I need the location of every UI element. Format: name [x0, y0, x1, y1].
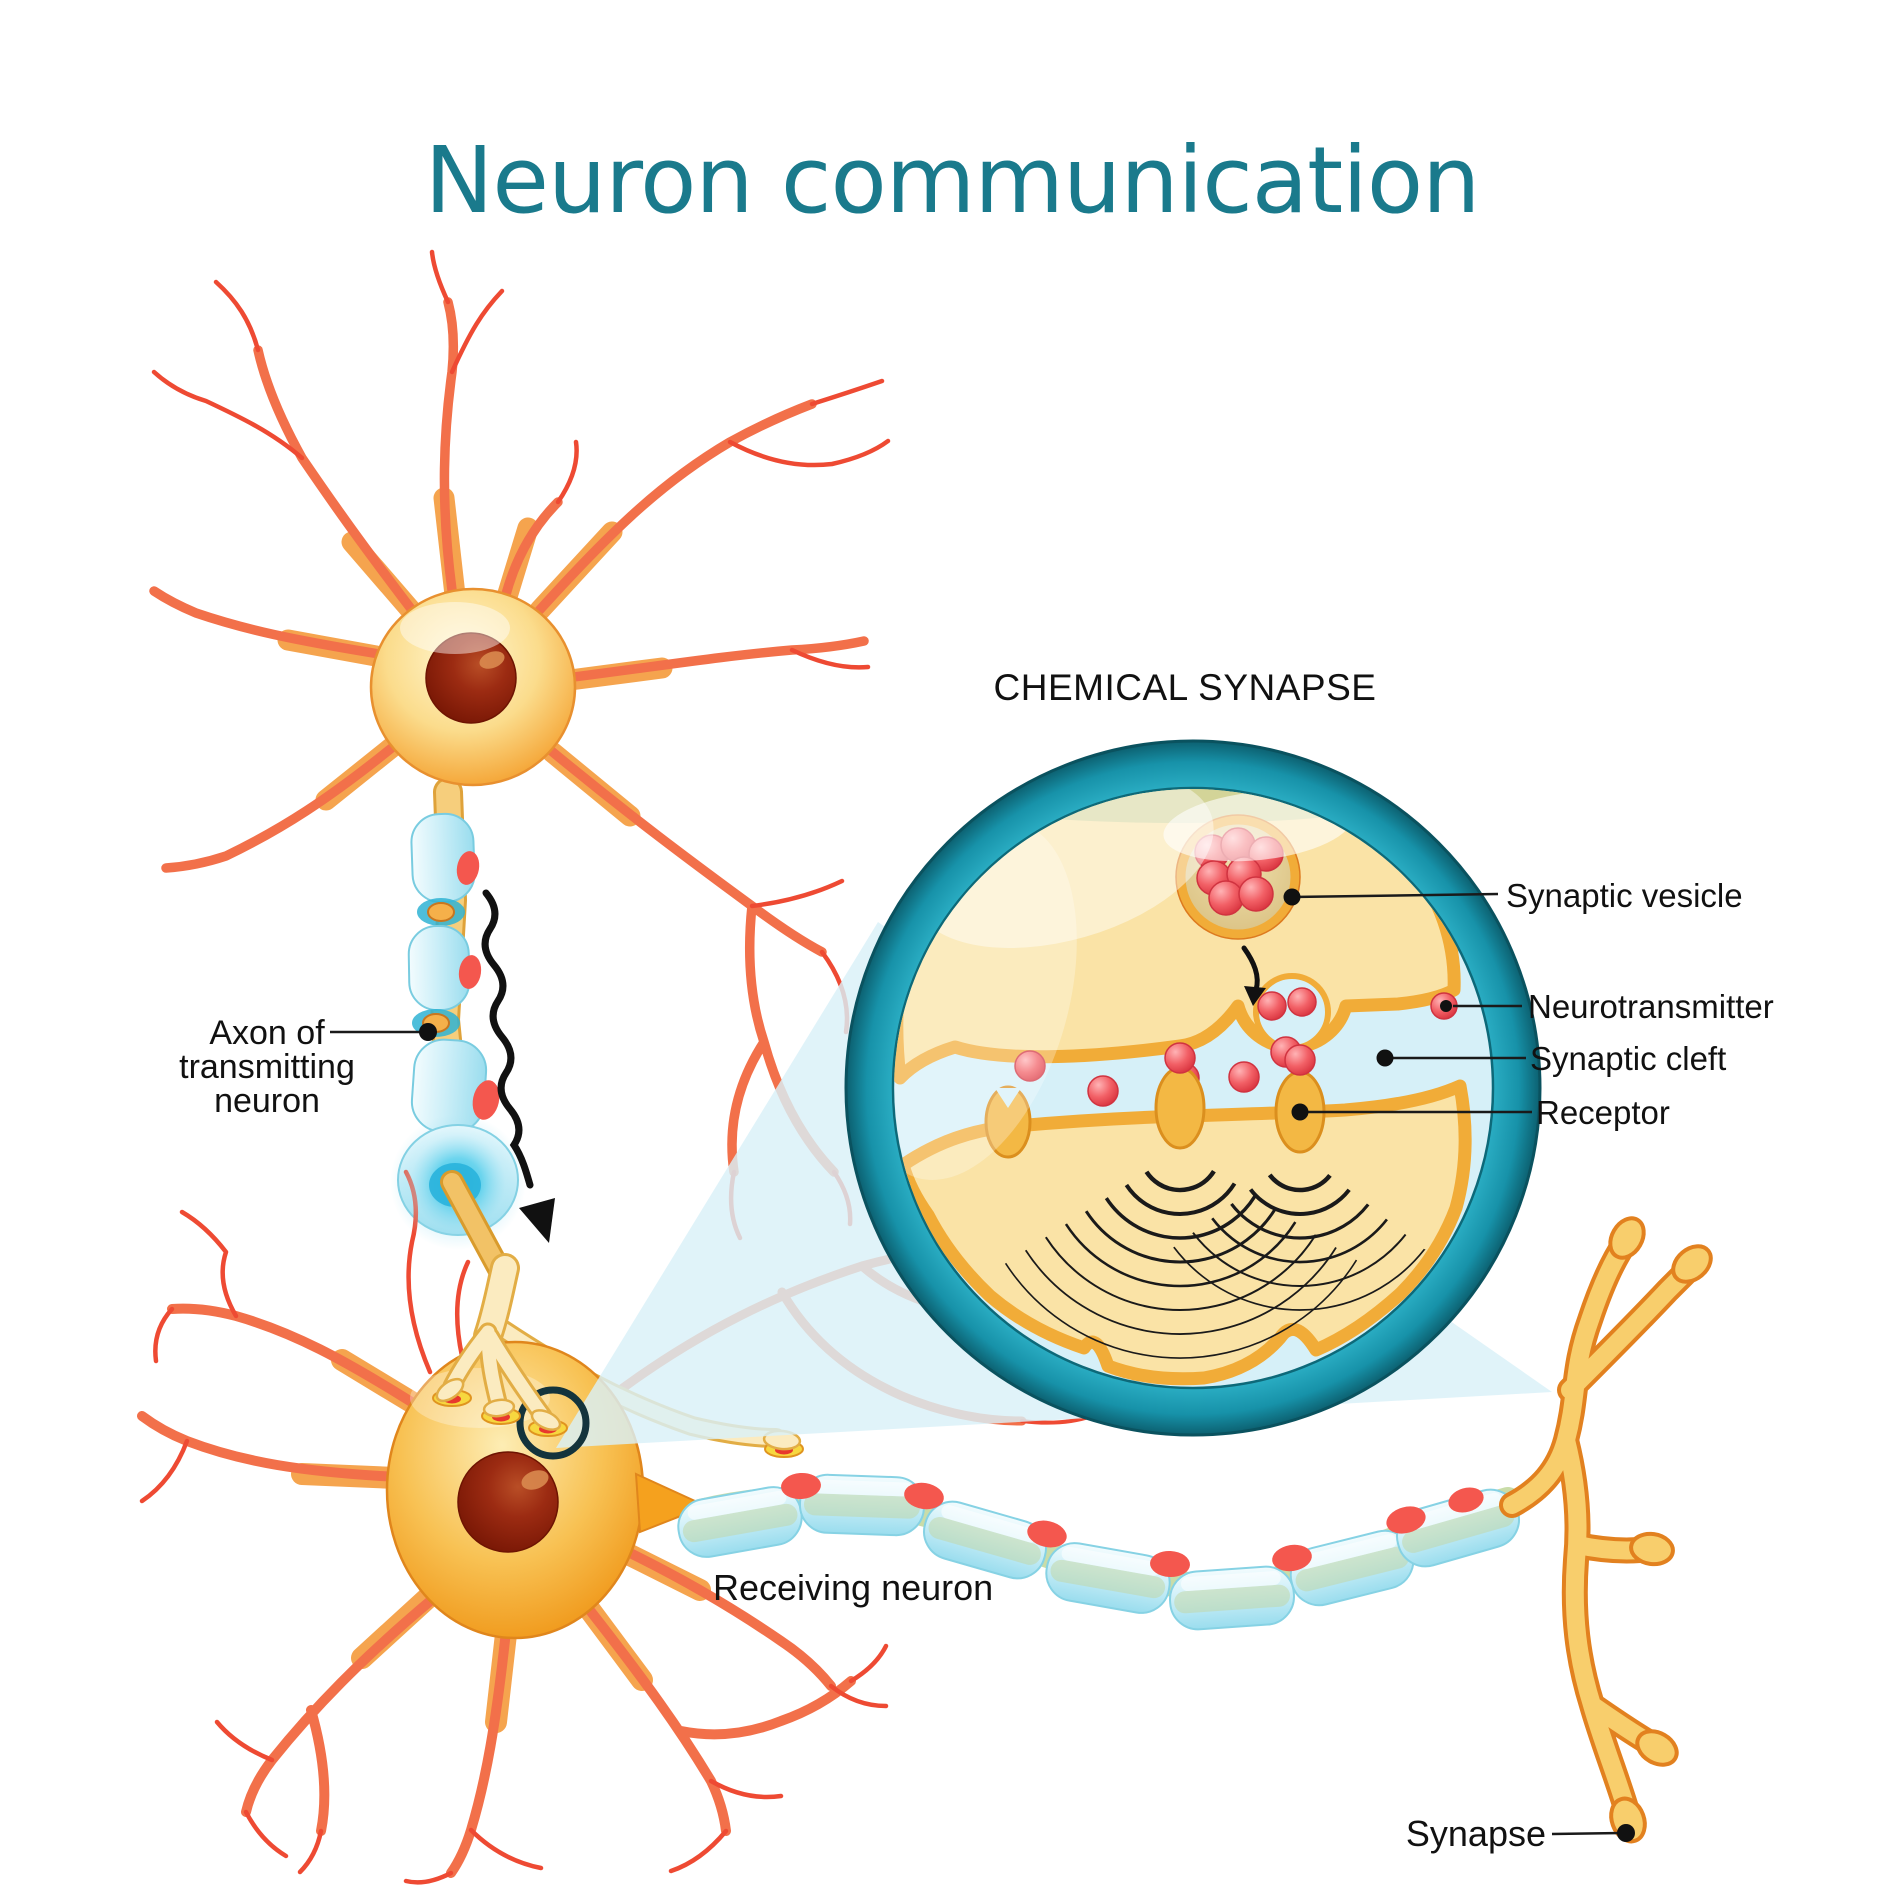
- label-axon-line1: Axon of: [209, 1014, 325, 1052]
- terminal-bouton: [1629, 1531, 1675, 1567]
- receptor-empty: [984, 1085, 1032, 1159]
- label-synaptic-vesicle: Synaptic vesicle: [1506, 877, 1743, 914]
- bound-neurotransmitter: [1164, 1042, 1196, 1074]
- page-title: Neuron communication: [425, 127, 1480, 234]
- receptors: [984, 1042, 1326, 1159]
- label-neurotransmitter: Neurotransmitter: [1528, 988, 1774, 1025]
- terminal-foot: [435, 1377, 465, 1403]
- myelin-red-spot: [472, 1080, 500, 1120]
- node-red-spot: [1027, 1520, 1067, 1548]
- terminal-bouton: [1671, 1244, 1713, 1284]
- neurotransmitter-molecule: [1287, 987, 1317, 1017]
- node-red-spot: [781, 1472, 821, 1500]
- neurotransmitter-molecule: [1257, 991, 1287, 1021]
- callout-dot: [1291, 1103, 1309, 1121]
- node-red-spot: [1150, 1550, 1190, 1578]
- terminal-foot: [482, 1398, 516, 1418]
- label-axon-line3: neuron: [214, 1082, 320, 1120]
- callout-dot: [1376, 1049, 1394, 1067]
- myelin-red-spot: [458, 955, 482, 989]
- terminal-bouton: [1635, 1729, 1679, 1767]
- label-synapse: Synapse: [1406, 1813, 1546, 1854]
- label-synaptic-cleft: Synaptic cleft: [1530, 1040, 1726, 1077]
- synapse-highlight-circle: [516, 1386, 590, 1460]
- bound-neurotransmitter: [1284, 1044, 1316, 1076]
- signal-direction-arrow: [481, 889, 555, 1243]
- cleft-neurotransmitters: [1014, 992, 1458, 1107]
- callout-line-synaptic-vesicle: [1291, 892, 1499, 899]
- label-receptor: Receptor: [1536, 1094, 1670, 1131]
- callout-dot: [1283, 888, 1301, 906]
- axon-terminal-branches: [1499, 1216, 1713, 1844]
- callout-line-synapse: [1551, 1831, 1623, 1836]
- terminal-foot: [530, 1409, 562, 1431]
- receiving-nucleus: [457, 1451, 559, 1553]
- inset-heading: CHEMICAL SYNAPSE: [994, 667, 1377, 708]
- receiving-myelin-sheath: [677, 1472, 1520, 1631]
- chemical-synapse-inset: [844, 739, 1542, 1437]
- axon-terminal-fork: [432, 1253, 568, 1437]
- callout-dots: [419, 888, 1635, 1842]
- nucleus-highlight: [479, 651, 505, 669]
- receiving-dendrites: [137, 1169, 889, 1885]
- terminal-bouton: [1608, 1216, 1646, 1260]
- receiving-axon-hillock: [634, 1472, 709, 1534]
- vesicle-release-arrow: [1241, 945, 1266, 1006]
- node-red-spot: [1386, 1506, 1426, 1534]
- label-axon-line2: transmitting: [179, 1048, 355, 1086]
- callout-dot: [1617, 1824, 1635, 1842]
- callout-dot: [419, 1023, 437, 1041]
- label-receiving-neuron: Receiving neuron: [713, 1567, 993, 1608]
- callout-lines: [330, 892, 1623, 1836]
- node-red-spot: [904, 1482, 944, 1510]
- myelin-red-spot: [456, 851, 480, 885]
- receptor-notch: [995, 1088, 1021, 1108]
- receptor-bound: [1154, 1066, 1206, 1150]
- soma-highlight: [400, 602, 510, 654]
- node-red-spot: [1272, 1544, 1312, 1572]
- callout-dot: [1440, 1000, 1452, 1012]
- node-red-spot: [1448, 1487, 1484, 1513]
